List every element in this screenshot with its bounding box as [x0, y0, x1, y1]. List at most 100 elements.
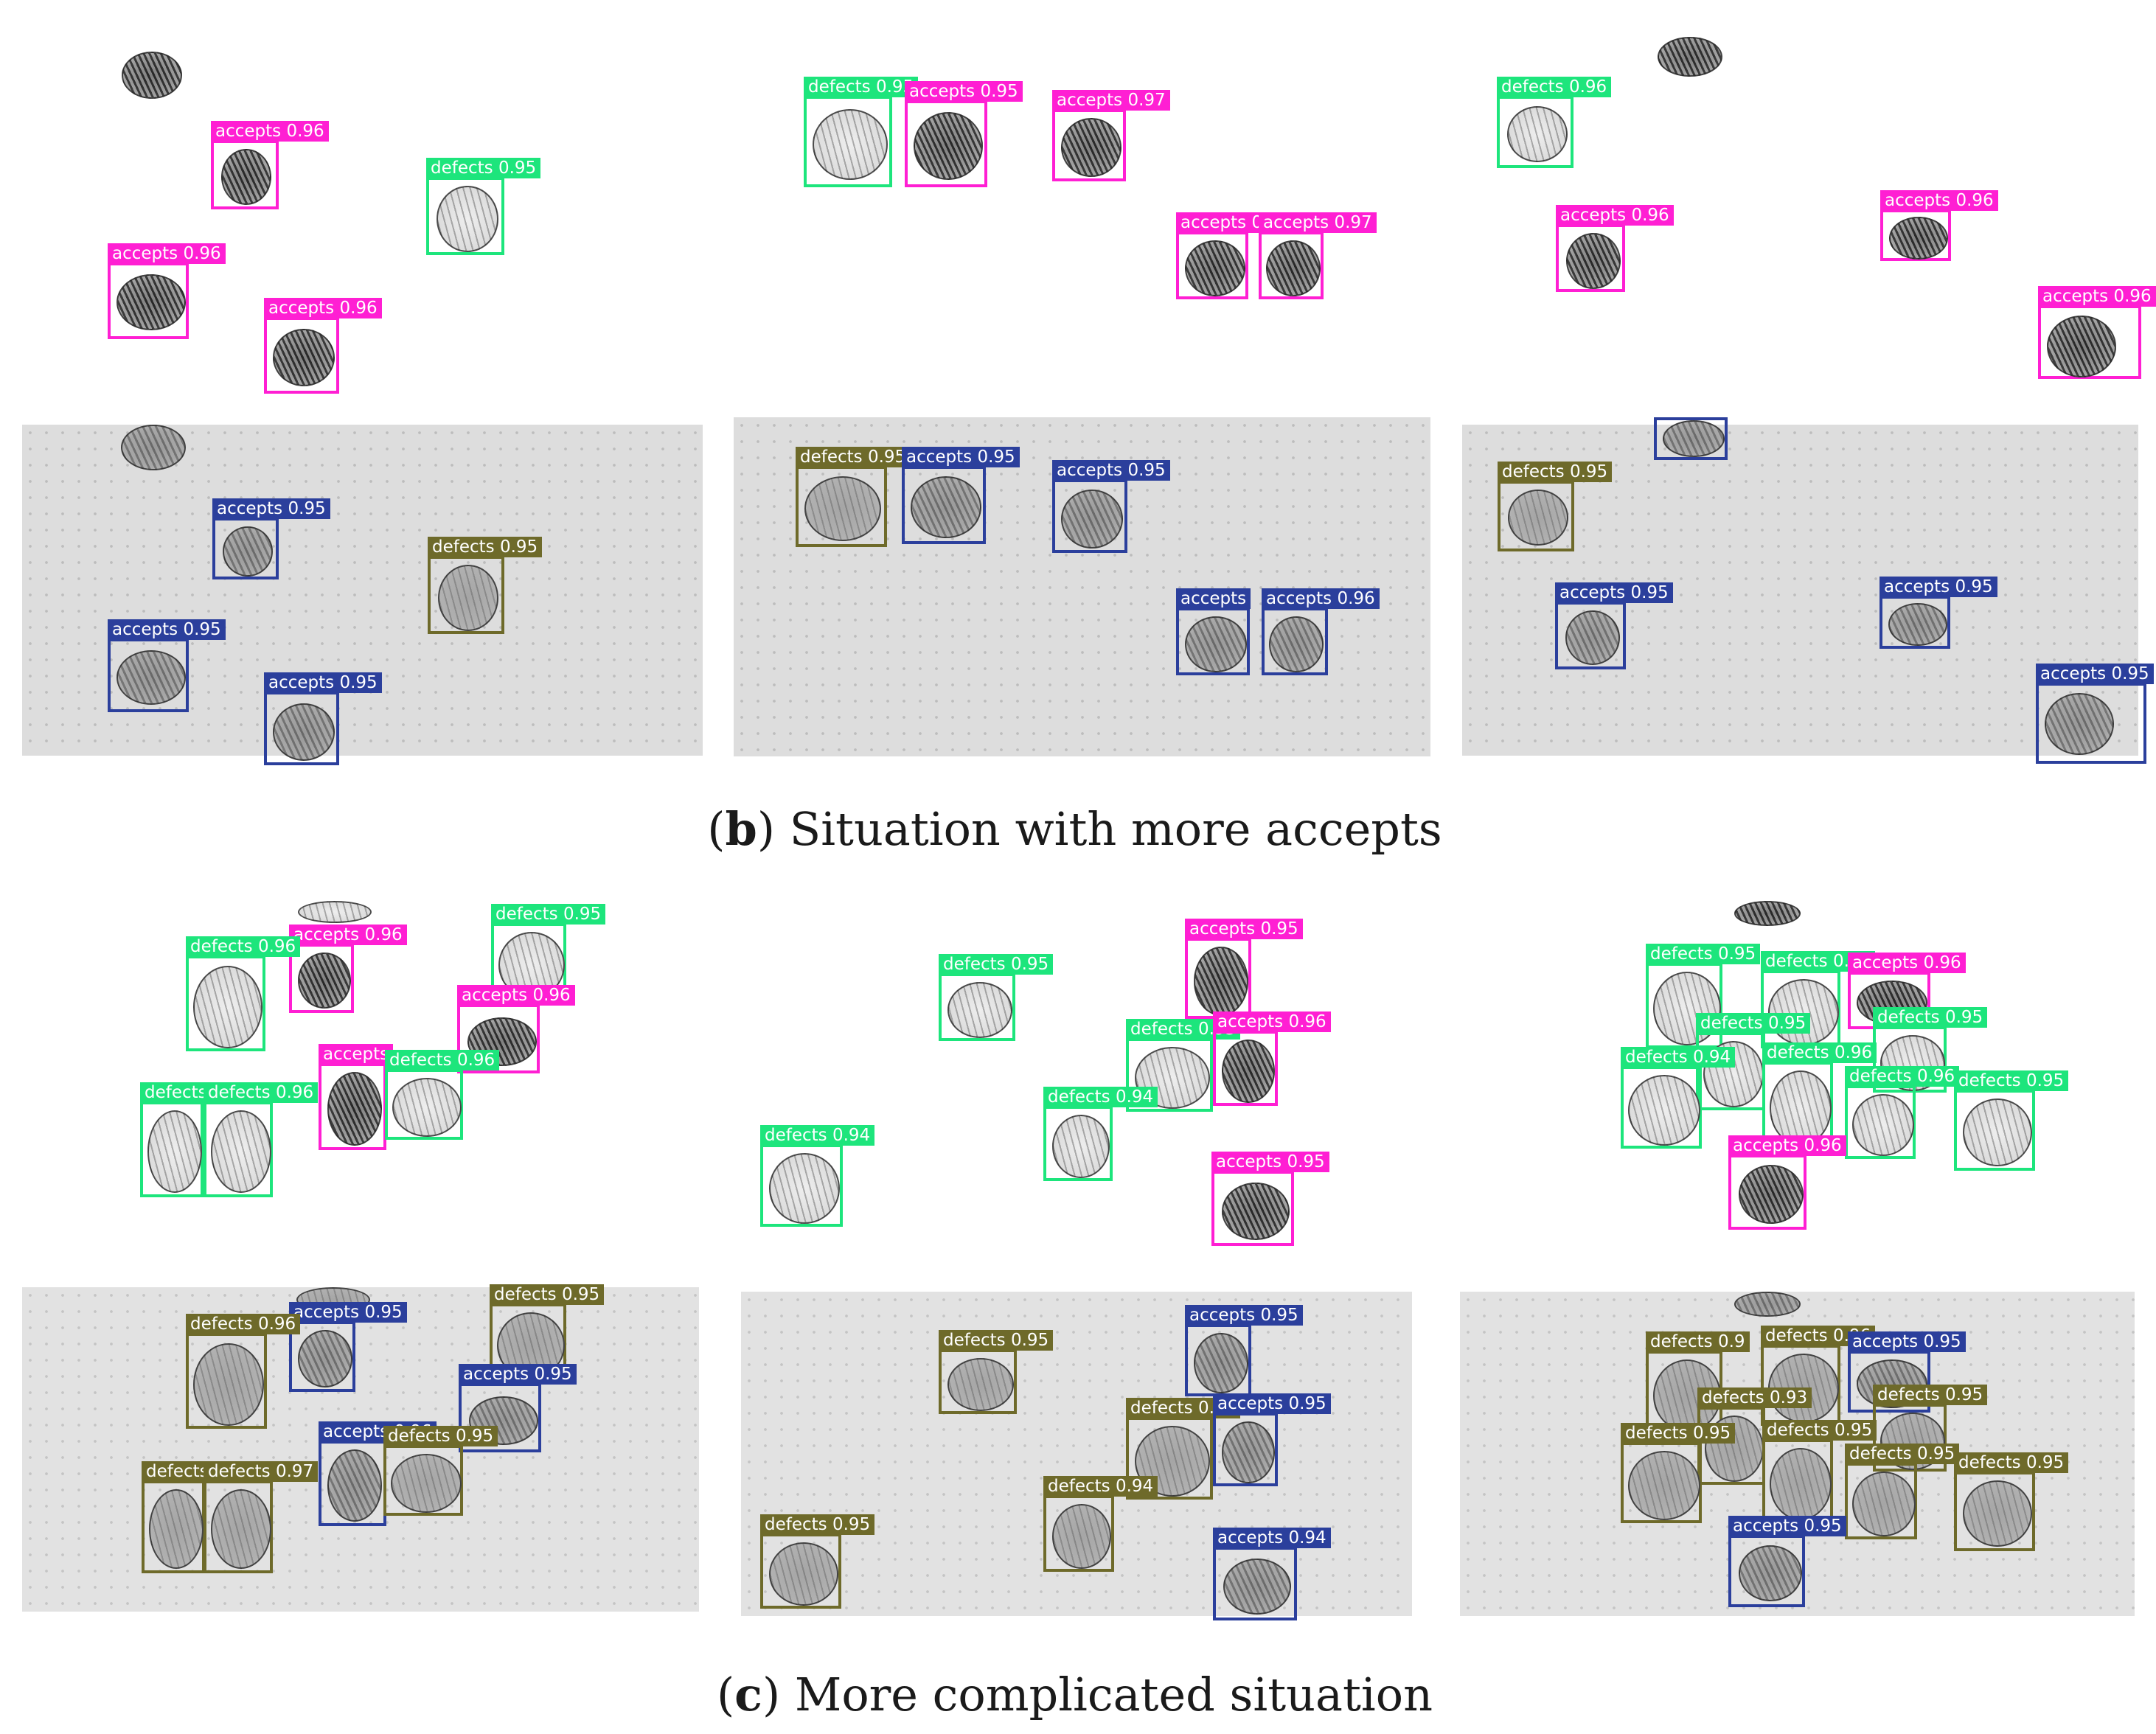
detection-label: defects 0.97: [204, 1461, 319, 1482]
walnut-image: [1768, 979, 1839, 1045]
detection-label: accepts 0.96: [264, 298, 382, 318]
detection-label: defects 0.95: [1696, 1013, 1811, 1034]
walnut-image: [1061, 118, 1122, 177]
walnut-image: [2047, 316, 2116, 377]
detection-label: accepts: [319, 1044, 394, 1065]
detection-label: accepts 0.95: [264, 672, 382, 693]
detection-label: defects 0.95: [491, 904, 606, 925]
detection-label: defects: [142, 1461, 213, 1482]
detection-box: defects: [140, 1082, 212, 1197]
walnut-image: [947, 982, 1012, 1038]
walnut-image: [327, 1449, 382, 1522]
detection-box: defects 0.95: [796, 447, 911, 547]
detection-label: defects 0.95: [426, 158, 541, 178]
detection-box: accepts 0.95: [108, 619, 226, 712]
detection-box: defects 0.94: [1621, 1047, 1736, 1149]
walnut-image: [1734, 901, 1801, 926]
detection-label: defects 0.95: [1646, 944, 1761, 964]
detection-label: accepts 0.95: [1052, 460, 1170, 481]
walnut-image: [1266, 240, 1321, 296]
detection-label: accepts 0.94: [1213, 1528, 1331, 1548]
detection-box: defects 0.95: [1954, 1070, 2069, 1171]
detection-label: accepts 0.95: [1185, 1305, 1303, 1326]
detection-label: accepts 0.96: [211, 121, 329, 142]
detection-box: defects 0.96: [186, 936, 301, 1051]
caption-c-text: ) More complicated situation: [762, 1668, 1433, 1721]
walnut-image: [147, 1110, 202, 1193]
walnut-image: [391, 1454, 462, 1513]
detection-label: accepts 0.95: [2036, 664, 2154, 684]
detection-box: accepts 0.96: [2038, 286, 2156, 379]
detection-box: defects 0.96: [385, 1050, 500, 1140]
walnut-image: [1739, 1165, 1804, 1224]
detection-box: accepts 0.96: [457, 985, 575, 1073]
walnut-image: [1963, 1098, 2032, 1166]
detection-box: defects 0.94: [1043, 1476, 1158, 1572]
detection-box: defects 0.95: [1845, 1444, 1960, 1539]
walnut-image: [1565, 610, 1620, 665]
detection-box: accepts 0.96: [211, 121, 329, 209]
panel-row3-left: accepts 0.96 defects 0.95 defects 0.96 a…: [22, 901, 700, 1253]
panel-row2-right: defects 0.95 accepts 0.95 accepts 0.95 a…: [1462, 417, 2154, 764]
detection-box: defects 0.95: [1954, 1452, 2069, 1551]
walnut-image: [1194, 1333, 1248, 1393]
detection-box: accepts 0.95: [459, 1364, 577, 1452]
detection-label: accepts: [1176, 588, 1251, 609]
walnut-image: [1888, 603, 1947, 646]
detection-label: defects 0.96: [1497, 77, 1612, 97]
detection-box: defects 0.95: [1762, 1420, 1877, 1523]
detection-label: accepts 0.96: [108, 243, 226, 264]
detection-box: defects 0.95: [426, 158, 541, 255]
detection-label: defects 0.96: [186, 1314, 301, 1334]
walnut-image: [1135, 1426, 1210, 1497]
detection-label: accepts 0.96: [1556, 205, 1674, 226]
walnut-image: [1658, 37, 1722, 77]
detection-label: defects 0.95: [939, 1330, 1054, 1351]
detection-label: defects 0.95: [383, 1426, 498, 1446]
walnut-image: [1628, 1075, 1700, 1146]
detection-box: accepts 0.95: [1213, 1393, 1331, 1486]
walnut-image: [947, 1358, 1014, 1411]
detection-box: defects 0.97: [204, 1461, 319, 1573]
detection-label: defects 0.94: [1043, 1087, 1158, 1107]
walnut-image: [298, 901, 372, 923]
detection-label: accepts 0.96: [1848, 953, 1966, 973]
detection-label: accepts 0.95: [905, 81, 1023, 102]
walnut-image: [1508, 490, 1568, 546]
walnut-image: [193, 966, 262, 1048]
detection-label: defects 0.93: [1697, 1387, 1812, 1408]
detection-box: accepts 0.95: [212, 498, 330, 579]
detection-label: accepts 0.95: [1185, 919, 1303, 939]
walnut-image: [392, 1078, 462, 1137]
detection-box: defects 0.95: [1873, 1385, 1988, 1472]
walnut-image: [437, 186, 498, 252]
detection-box: accepts 0.95: [1555, 582, 1673, 669]
walnut-image: [1889, 217, 1948, 260]
detection-label: accepts 0.95: [459, 1364, 577, 1385]
caption-b-letter: b: [725, 802, 757, 856]
detection-box: accepts 0.96: [1556, 205, 1674, 292]
detection-box: accepts 0.96: [1262, 588, 1380, 675]
detection-label: accepts 0.96: [1880, 190, 1998, 211]
caption-c-letter: c: [734, 1668, 762, 1721]
detection-label: defects 0.95: [796, 447, 911, 467]
detection-box: defects 0.95: [1761, 951, 1876, 1048]
panel-row4-left: accepts 0.95 defects 0.95 defects 0.96 a…: [22, 1284, 699, 1612]
detection-label: defects 0.96: [1845, 1066, 1960, 1087]
panel-row1-left: accepts 0.96 defects 0.95 accepts 0.96 a…: [22, 37, 700, 394]
walnut-image: [1852, 1472, 1916, 1536]
walnut-image: [117, 650, 186, 705]
detection-box: accepts 0.95: [1211, 1152, 1329, 1246]
detection-box: accepts 0.95: [1185, 1305, 1303, 1396]
walnut-image: [221, 149, 271, 205]
detection-box: accepts 0.97: [1052, 90, 1170, 181]
detection-label: defects 0.94: [760, 1125, 875, 1146]
detection-box: defects: [142, 1461, 213, 1573]
walnut-image: [1852, 1094, 1914, 1156]
walnut-image: [1963, 1480, 2032, 1547]
detection-box: accepts 0.96: [108, 243, 226, 339]
detection-label: accepts 0.96: [457, 985, 575, 1006]
detection-box: defects 0.9: [1646, 1331, 1750, 1435]
detection-label: defects 0.95: [1873, 1385, 1988, 1405]
walnut-image: [1770, 1448, 1832, 1520]
